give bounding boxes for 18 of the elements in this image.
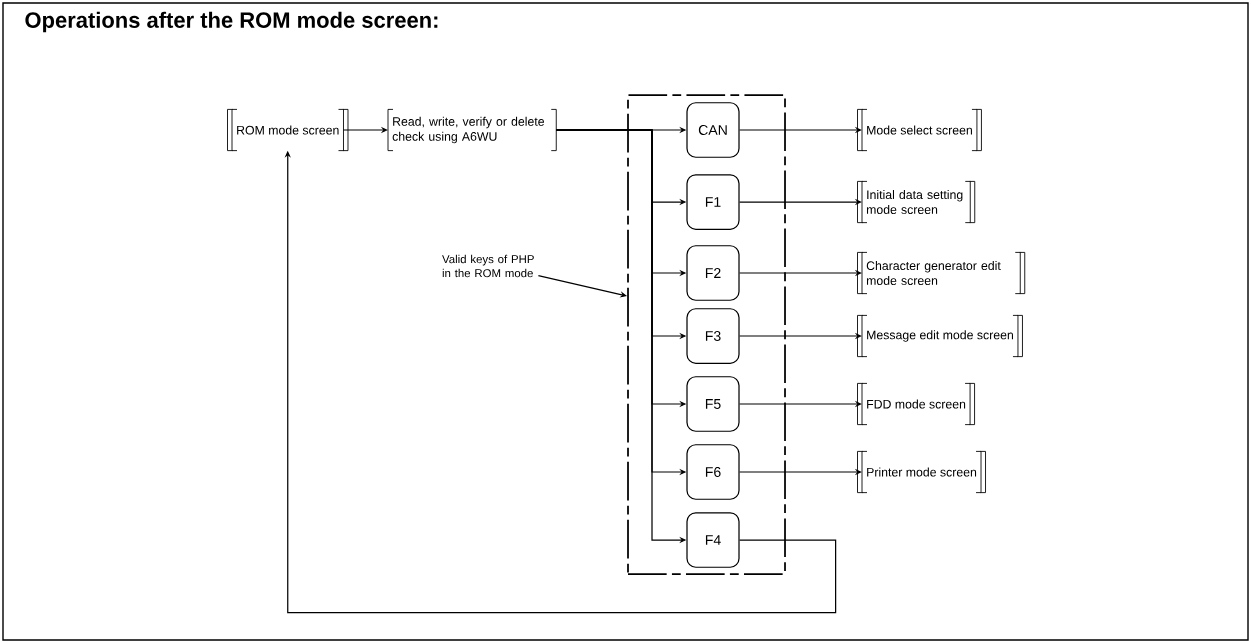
screen-bracket: ROM mode screen [227, 108, 349, 152]
key-box: CAN [686, 102, 740, 158]
dashed-group-box [627, 94, 786, 575]
annotation: Valid keys of PHP in the ROM mode [442, 254, 534, 278]
key-box: F4 [686, 512, 740, 568]
key-box: F3 [686, 308, 740, 364]
screen-bracket: Message edit mode screen [857, 314, 1023, 358]
key-box: F6 [686, 444, 740, 500]
key-box: F1 [686, 174, 740, 230]
key-box: F2 [686, 245, 740, 301]
screen-bracket: Initial data setting mode screen [857, 180, 976, 224]
screen-bracket: Printer mode screen [857, 450, 986, 494]
screen-bracket: FDD mode screen [857, 382, 976, 426]
step-bracket: Read, write, verify or delete check using A6WU [387, 108, 557, 152]
screen-bracket: Character generator edit mode screen [857, 251, 1026, 295]
screen-bracket: Mode select screen [857, 108, 982, 152]
key-box: F5 [686, 376, 740, 432]
title: Operations after the ROM mode screen: [25, 11, 438, 33]
